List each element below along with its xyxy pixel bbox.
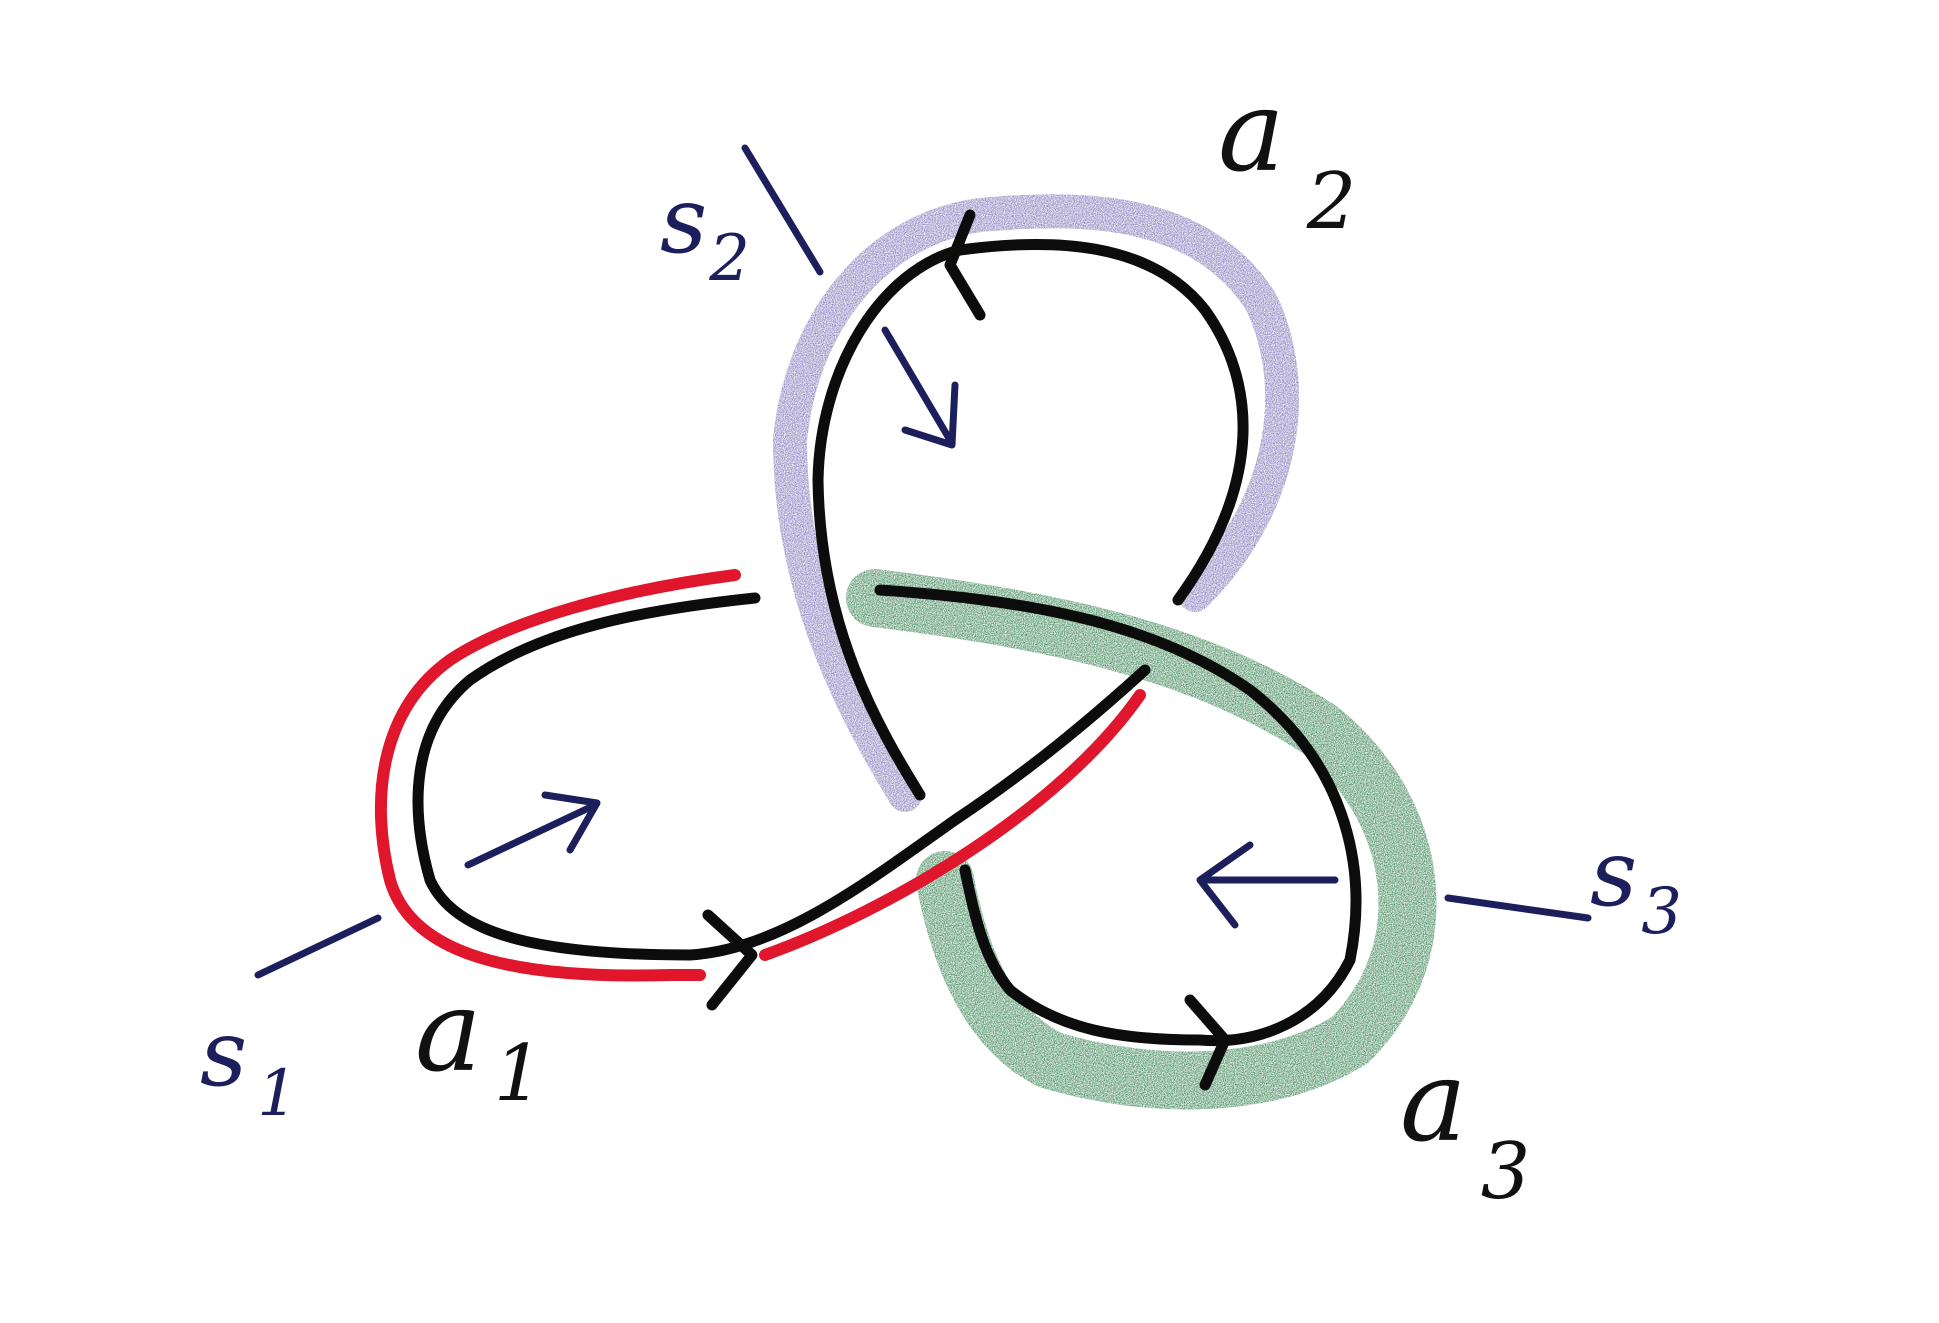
label-s3: s3 bbox=[1590, 820, 1682, 949]
label-a1-sub: 1 bbox=[494, 1029, 544, 1119]
label-s2-letter: s bbox=[660, 167, 707, 274]
arrow-left-icon bbox=[1196, 841, 1339, 929]
strand-arc-a3 bbox=[874, 584, 1362, 1047]
strand-arc-a2 bbox=[812, 238, 1249, 801]
seifert-markers bbox=[254, 144, 1592, 979]
tick-a3-icon bbox=[1184, 994, 1231, 1091]
label-s3-letter: s bbox=[1590, 820, 1637, 927]
strand-arc-a1 bbox=[412, 592, 1151, 961]
label-a3-sub: 3 bbox=[1481, 1127, 1531, 1217]
label-s3-sub: 3 bbox=[1641, 875, 1682, 949]
marker-s3-icon bbox=[1444, 894, 1592, 922]
label-s1-sub: 1 bbox=[257, 1057, 298, 1131]
knot-strands bbox=[412, 238, 1362, 1047]
tick-a2-icon bbox=[944, 209, 986, 321]
seifert-arrows bbox=[464, 326, 1339, 929]
label-a2-sub: 2 bbox=[1306, 157, 1357, 247]
arrow-down-icon bbox=[881, 326, 959, 449]
orientation-ticks bbox=[702, 209, 1231, 1091]
marker-s2-icon bbox=[741, 144, 824, 276]
label-a3: a3 bbox=[1400, 1037, 1530, 1217]
label-a2-letter: a bbox=[1218, 67, 1285, 197]
label-a2: a2 bbox=[1218, 67, 1356, 247]
arc-a3-highlight bbox=[846, 569, 1437, 1110]
arc-a1-highlight-path bbox=[374, 569, 1146, 982]
arc-a1-highlight bbox=[374, 569, 1146, 982]
label-a1-letter: a bbox=[415, 967, 482, 1097]
tick-a1-icon bbox=[702, 909, 758, 1011]
label-s1-letter: s bbox=[200, 1000, 247, 1107]
arrow-right-icon bbox=[464, 791, 601, 869]
arc-a2-highlight bbox=[772, 194, 1300, 812]
arc-a2-highlight-path bbox=[772, 194, 1300, 812]
label-a3-letter: a bbox=[1400, 1037, 1467, 1167]
label-s2-sub: 2 bbox=[708, 222, 750, 296]
label-s2: s2 bbox=[660, 167, 750, 296]
marker-s1-icon bbox=[254, 914, 382, 979]
arc-a3-highlight-path bbox=[846, 569, 1437, 1110]
